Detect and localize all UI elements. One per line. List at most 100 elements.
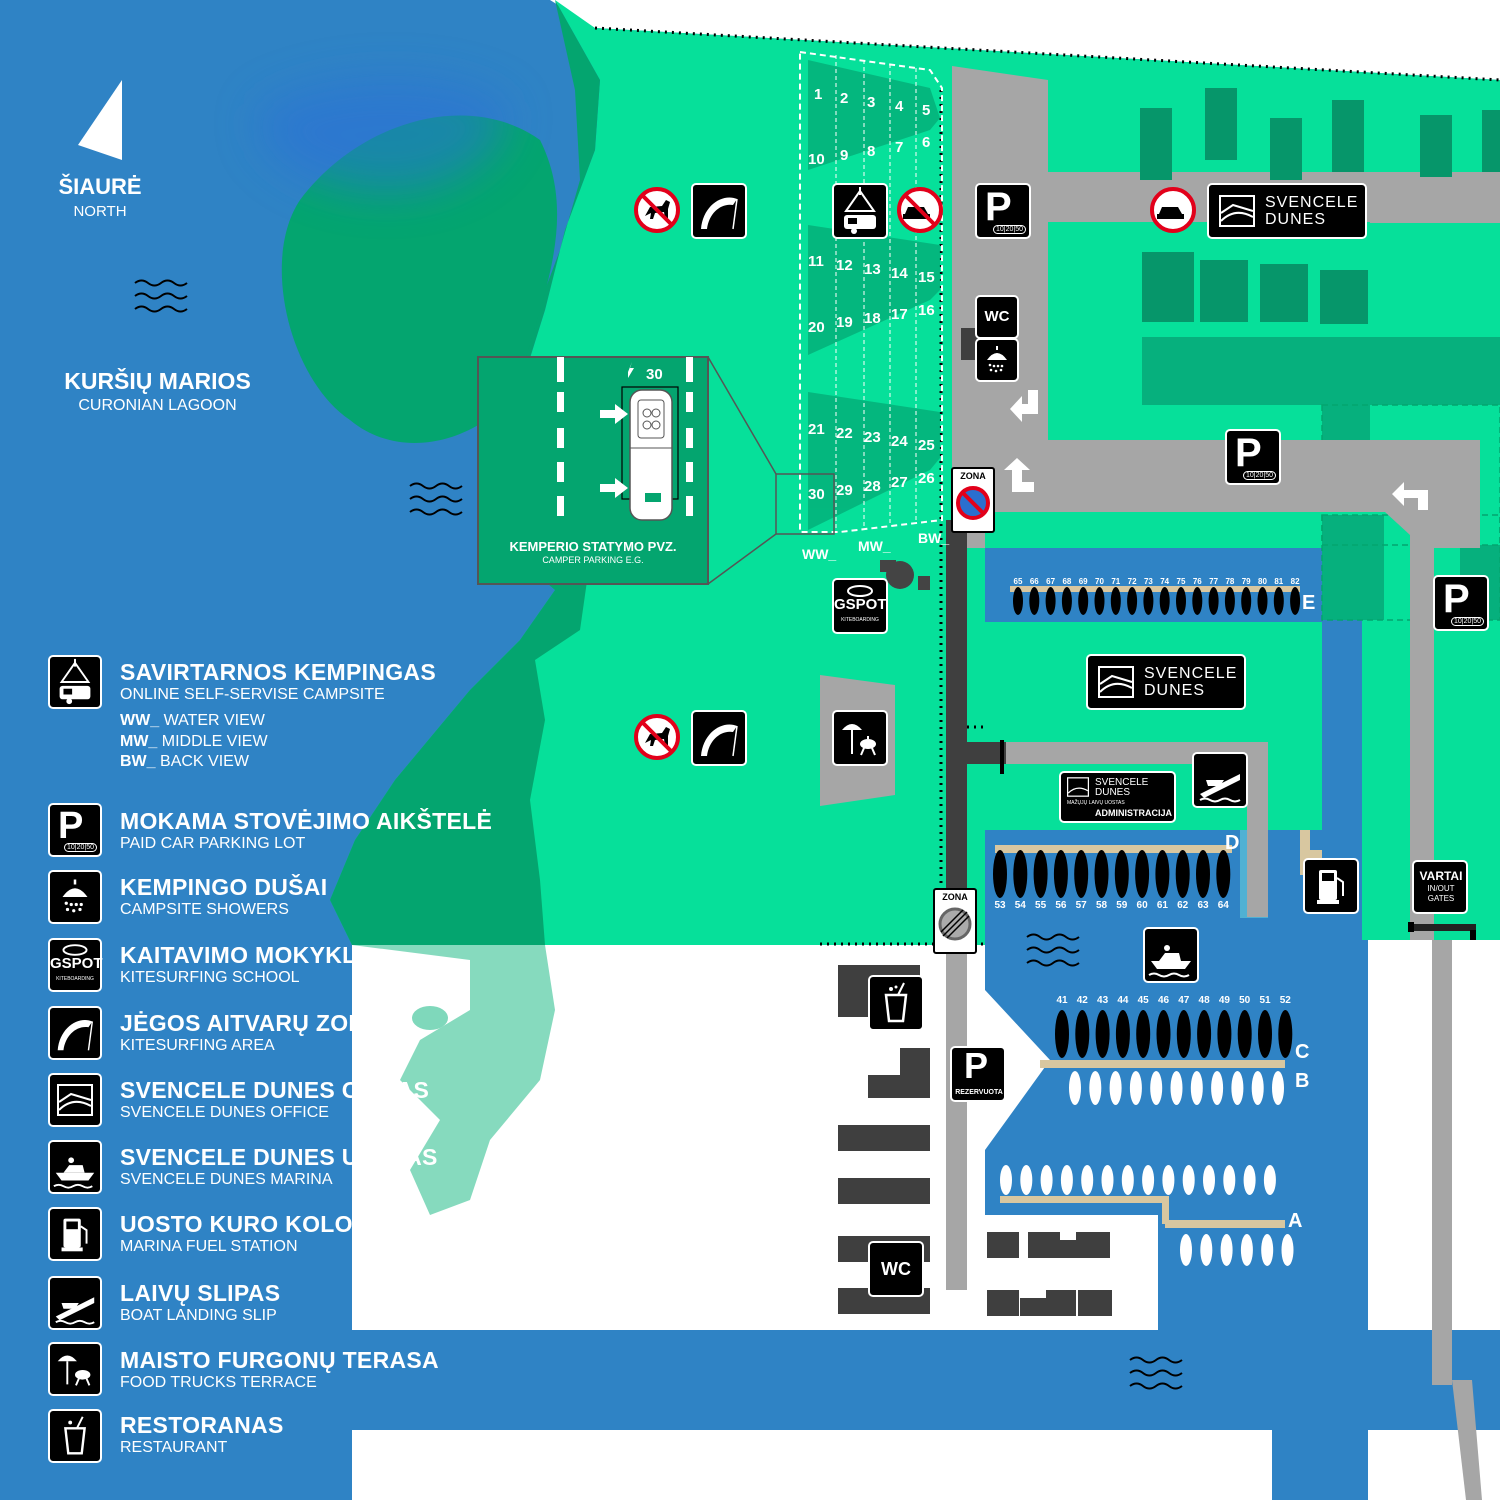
- berth-number: 73: [1144, 577, 1153, 586]
- pitch-26: 26: [918, 470, 935, 487]
- berth-boat: [1061, 587, 1072, 615]
- berth-boat: [1060, 1165, 1073, 1195]
- gates-title: VARTAI: [1419, 869, 1463, 883]
- berth-boat: [1231, 1071, 1244, 1105]
- legend-sub-shower: CAMPSITE SHOWERS: [120, 901, 289, 918]
- berth-boat: [1101, 1165, 1114, 1195]
- kite-icon: [701, 724, 738, 757]
- gate-bar: [1410, 924, 1476, 931]
- gspot-logo-icon: [847, 585, 873, 597]
- berth-number: 60: [1137, 900, 1149, 911]
- berth-boat: [1220, 1234, 1233, 1266]
- boats-pier-a: [1000, 1165, 1294, 1266]
- no-dogs-sign-2: [634, 714, 680, 760]
- inset-subtitle: CAMPER PARKING E.G.: [542, 555, 644, 565]
- legend-icon-parking: P 10|20|50: [48, 803, 102, 857]
- berth-boat: [1109, 1071, 1122, 1105]
- north-label: ŠIAURĖ: [58, 174, 142, 199]
- berth-boat: [1290, 587, 1301, 615]
- berth-number: 67: [1046, 577, 1055, 586]
- campsite-sign: [832, 183, 888, 239]
- legend-title-slip: LAIVŲ SLIPAS: [120, 1280, 281, 1306]
- campsite-path-branch: [946, 742, 1006, 764]
- berth-boat: [1197, 1010, 1212, 1058]
- pitch-17: 17: [891, 306, 908, 323]
- berth-boat: [1095, 1010, 1110, 1058]
- zone-end-icon: [938, 907, 972, 941]
- berth-number: 79: [1242, 577, 1251, 586]
- berth-boat: [1081, 1165, 1094, 1195]
- water-shading: [258, 80, 510, 192]
- pitch-14: 14: [891, 265, 908, 282]
- legend-icon-office: [48, 1073, 102, 1127]
- pitch-13: 13: [864, 261, 881, 278]
- pitch-30: 30: [808, 486, 825, 503]
- berth-boat: [1055, 1010, 1069, 1058]
- berth-boat: [1078, 587, 1089, 615]
- legend-sub-slip: BOAT LANDING SLIP: [120, 1307, 277, 1324]
- berth-number: 46: [1158, 995, 1170, 1006]
- berth-number: 51: [1259, 995, 1271, 1006]
- inset-lane-markings: [557, 357, 693, 516]
- food-terrace-icon: [842, 724, 876, 756]
- north-edge: [550, 0, 1500, 80]
- boats-pier-c: [1055, 1010, 1293, 1058]
- restaurant-icon: [64, 1416, 86, 1455]
- pier-label-e: E: [1302, 592, 1316, 614]
- berth-number: 71: [1111, 577, 1120, 586]
- berth-boat: [1074, 850, 1089, 898]
- view-code-bw: BW_: [918, 530, 950, 546]
- berth-number: 47: [1178, 995, 1190, 1006]
- pier-label-a: A: [1288, 1210, 1303, 1232]
- berth-number: 50: [1239, 995, 1251, 1006]
- wc-sign-town: WC: [868, 1241, 924, 1297]
- electric-icon: [628, 362, 634, 378]
- berth-boat: [1224, 587, 1235, 615]
- legend-title-parking: MOKAMA STOVĖJIMO AIKŠTELĖ: [120, 808, 493, 834]
- berth-boat: [1075, 1010, 1090, 1058]
- berth-boat: [1115, 1010, 1130, 1058]
- berth-number: 82: [1291, 577, 1300, 586]
- berth-number: 76: [1193, 577, 1202, 586]
- pitch-29: 29: [836, 482, 853, 499]
- dunes-office-icon: [1098, 666, 1134, 698]
- fuel-icon: [61, 1218, 88, 1252]
- pitch-22: 22: [836, 425, 853, 442]
- berth-number: 45: [1138, 995, 1150, 1006]
- campsite-numbers: 1 2 3 4 5 6 7 8 9 10 11 12 13 14 15 16 1…: [808, 86, 935, 503]
- legend-title-office: SVENCELE DUNES OFISAS: [120, 1077, 430, 1103]
- camping-icon: [844, 187, 876, 234]
- berth-number: 54: [1015, 900, 1027, 911]
- legend-view-mw: MW_ MIDDLE VIEW: [120, 733, 268, 750]
- zona-start-sign: ZONA: [951, 467, 995, 533]
- berth-boat: [1176, 1010, 1191, 1058]
- camper-vehicle-icon: [629, 389, 673, 521]
- berth-boat: [1241, 587, 1252, 615]
- berth-boat: [1208, 587, 1219, 615]
- shower-icon: [62, 879, 88, 913]
- pitch-21: 21: [808, 421, 825, 438]
- town-buildings: [838, 965, 1112, 1316]
- camper-pitches: [808, 60, 940, 530]
- berth-number: 53: [994, 900, 1006, 911]
- berth-number: 69: [1079, 577, 1088, 586]
- no-cars-sign-1: [897, 187, 943, 233]
- villa-plot-connector: [1322, 405, 1370, 445]
- berth-number: 64: [1218, 900, 1230, 911]
- gspot-logo-icon: [62, 944, 88, 956]
- legend-icon-food: [48, 1342, 102, 1396]
- berth-boat: [1200, 1234, 1213, 1266]
- parking-sign-2: P 10|20|50: [1225, 429, 1281, 485]
- berth-boat: [1020, 1165, 1033, 1195]
- berth-number: 57: [1076, 900, 1088, 911]
- no-dogs-sign-1: [634, 187, 680, 233]
- dunes-office-icon: [57, 1084, 93, 1116]
- turn-arrows: [1004, 390, 1428, 510]
- berth-boat: [1243, 1165, 1256, 1195]
- restaurant-sign: [868, 975, 924, 1031]
- legend-sub-kite-area: KITESURFING AREA: [120, 1037, 275, 1054]
- legend-icon-camping: [48, 655, 102, 709]
- berth-number: 72: [1128, 577, 1137, 586]
